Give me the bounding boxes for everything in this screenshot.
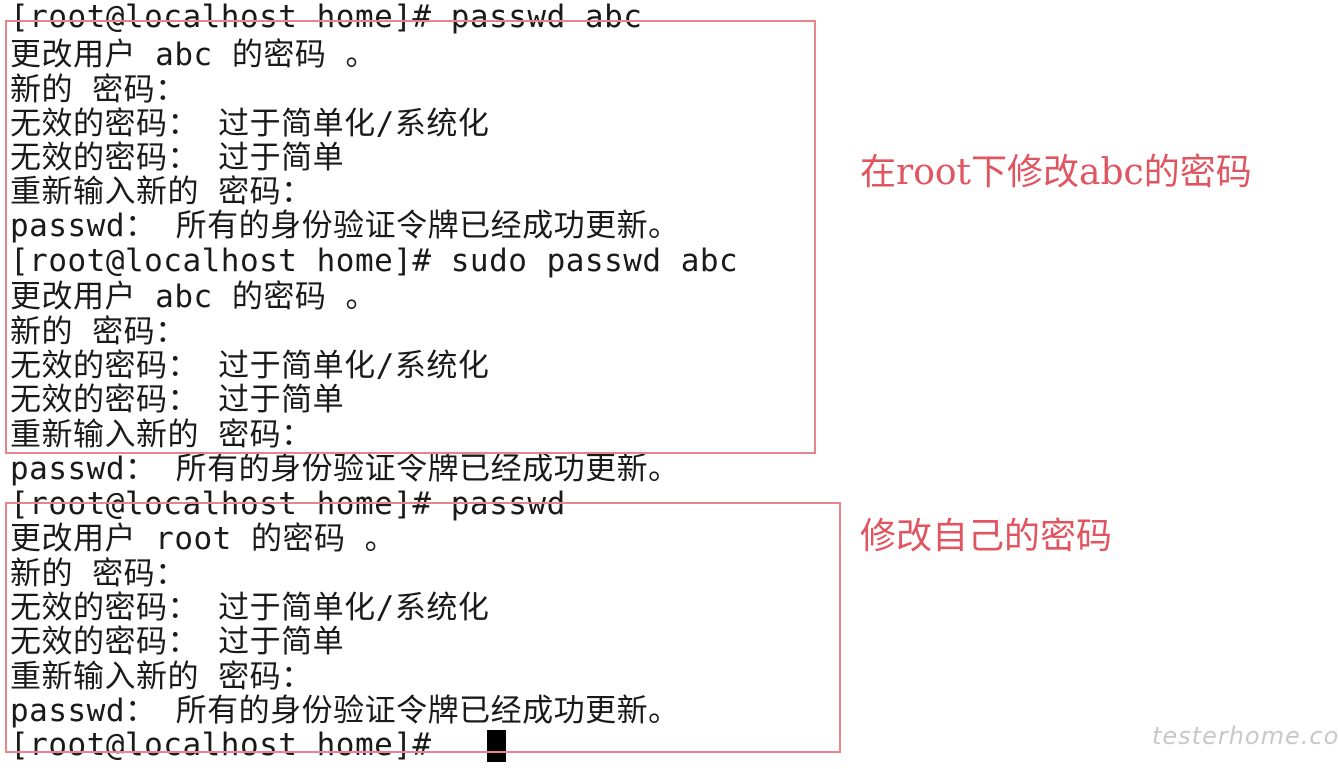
terminal-line: [root@localhost home]# sudo passwd abc: [10, 243, 739, 279]
terminal-line: 更改用户 root 的密码 。: [10, 521, 397, 557]
terminal-line: 新的 密码：: [10, 72, 187, 108]
terminal-line: 无效的密码： 过于简单: [10, 382, 345, 418]
terminal-cursor: [487, 730, 506, 762]
terminal-line: 新的 密码：: [10, 314, 187, 350]
terminal-line: 重新输入新的 密码：: [10, 174, 313, 210]
highlight-box-root-change-abc: [5, 20, 816, 454]
terminal-line: 无效的密码： 过于简单化/系统化: [10, 106, 490, 142]
terminal-line: passwd： 所有的身份验证令牌已经成功更新。: [10, 451, 680, 487]
terminal-line: 重新输入新的 密码：: [10, 659, 313, 695]
annotation-change-own: 修改自己的密码: [860, 516, 1113, 557]
terminal-line: 无效的密码： 过于简单化/系统化: [10, 590, 490, 626]
terminal-line: 无效的密码： 过于简单: [10, 624, 345, 660]
terminal-line: [root@localhost home]# passwd: [10, 486, 566, 522]
watermark-text: testerhome.com: [1152, 722, 1338, 750]
terminal-line: 无效的密码： 过于简单: [10, 140, 345, 176]
terminal-line: 新的 密码：: [10, 556, 187, 592]
highlight-box-change-own: [5, 502, 841, 753]
terminal-prompt[interactable]: [root@localhost home]#: [10, 727, 451, 763]
terminal-line: 更改用户 abc 的密码 。: [10, 37, 377, 73]
terminal-line: passwd： 所有的身份验证令牌已经成功更新。: [10, 208, 680, 244]
terminal-line: 重新输入新的 密码：: [10, 417, 313, 453]
annotation-root-change-abc: 在root下修改abc的密码: [860, 152, 1252, 193]
terminal-line: 无效的密码： 过于简单化/系统化: [10, 348, 490, 384]
terminal-line: [root@localhost home]# passwd abc: [10, 0, 643, 35]
terminal-line: passwd： 所有的身份验证令牌已经成功更新。: [10, 693, 680, 729]
terminal-line: 更改用户 abc 的密码 。: [10, 279, 377, 315]
